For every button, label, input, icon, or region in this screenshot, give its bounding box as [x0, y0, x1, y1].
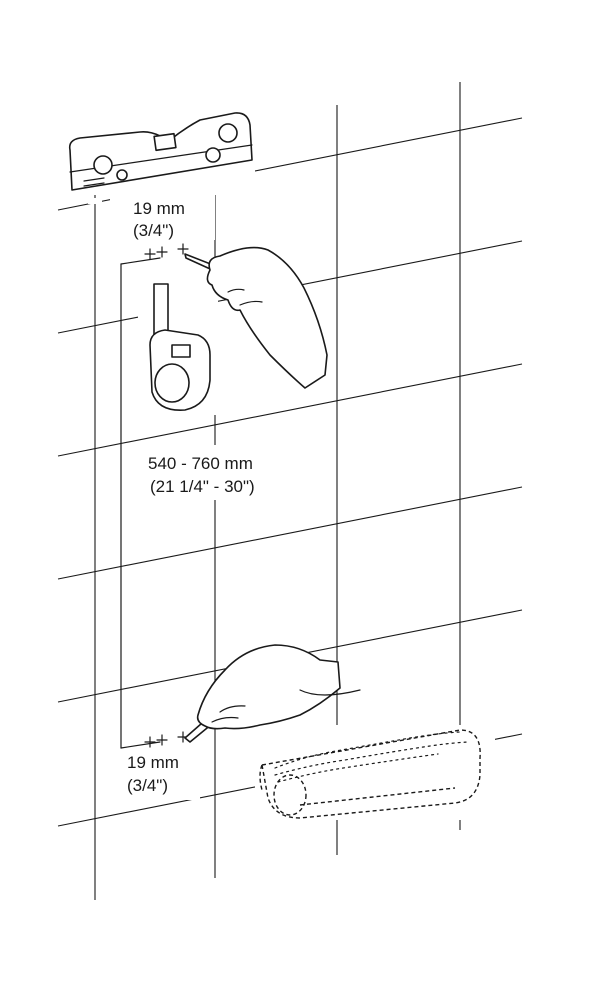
range-in-label: (21 1/4" - 30")	[150, 477, 255, 496]
top-offset-mm-label: 19 mm	[133, 199, 185, 218]
bottom-marks	[144, 731, 189, 748]
tape-measure-icon	[149, 283, 211, 411]
bottom-offset-in-label: (3/4")	[127, 776, 168, 795]
top-offset-in-label: (3/4")	[133, 221, 174, 240]
shower-shelf-icon	[259, 729, 481, 819]
hand-with-pencil-icon-bottom	[184, 644, 361, 743]
spirit-level-icon	[68, 112, 253, 191]
range-mm-label: 540 - 760 mm	[148, 454, 253, 473]
bottom-offset-mm-label: 19 mm	[127, 753, 179, 772]
measure-line	[120, 257, 161, 749]
hand-with-pencil-icon	[184, 246, 328, 389]
top-marks	[144, 243, 189, 260]
